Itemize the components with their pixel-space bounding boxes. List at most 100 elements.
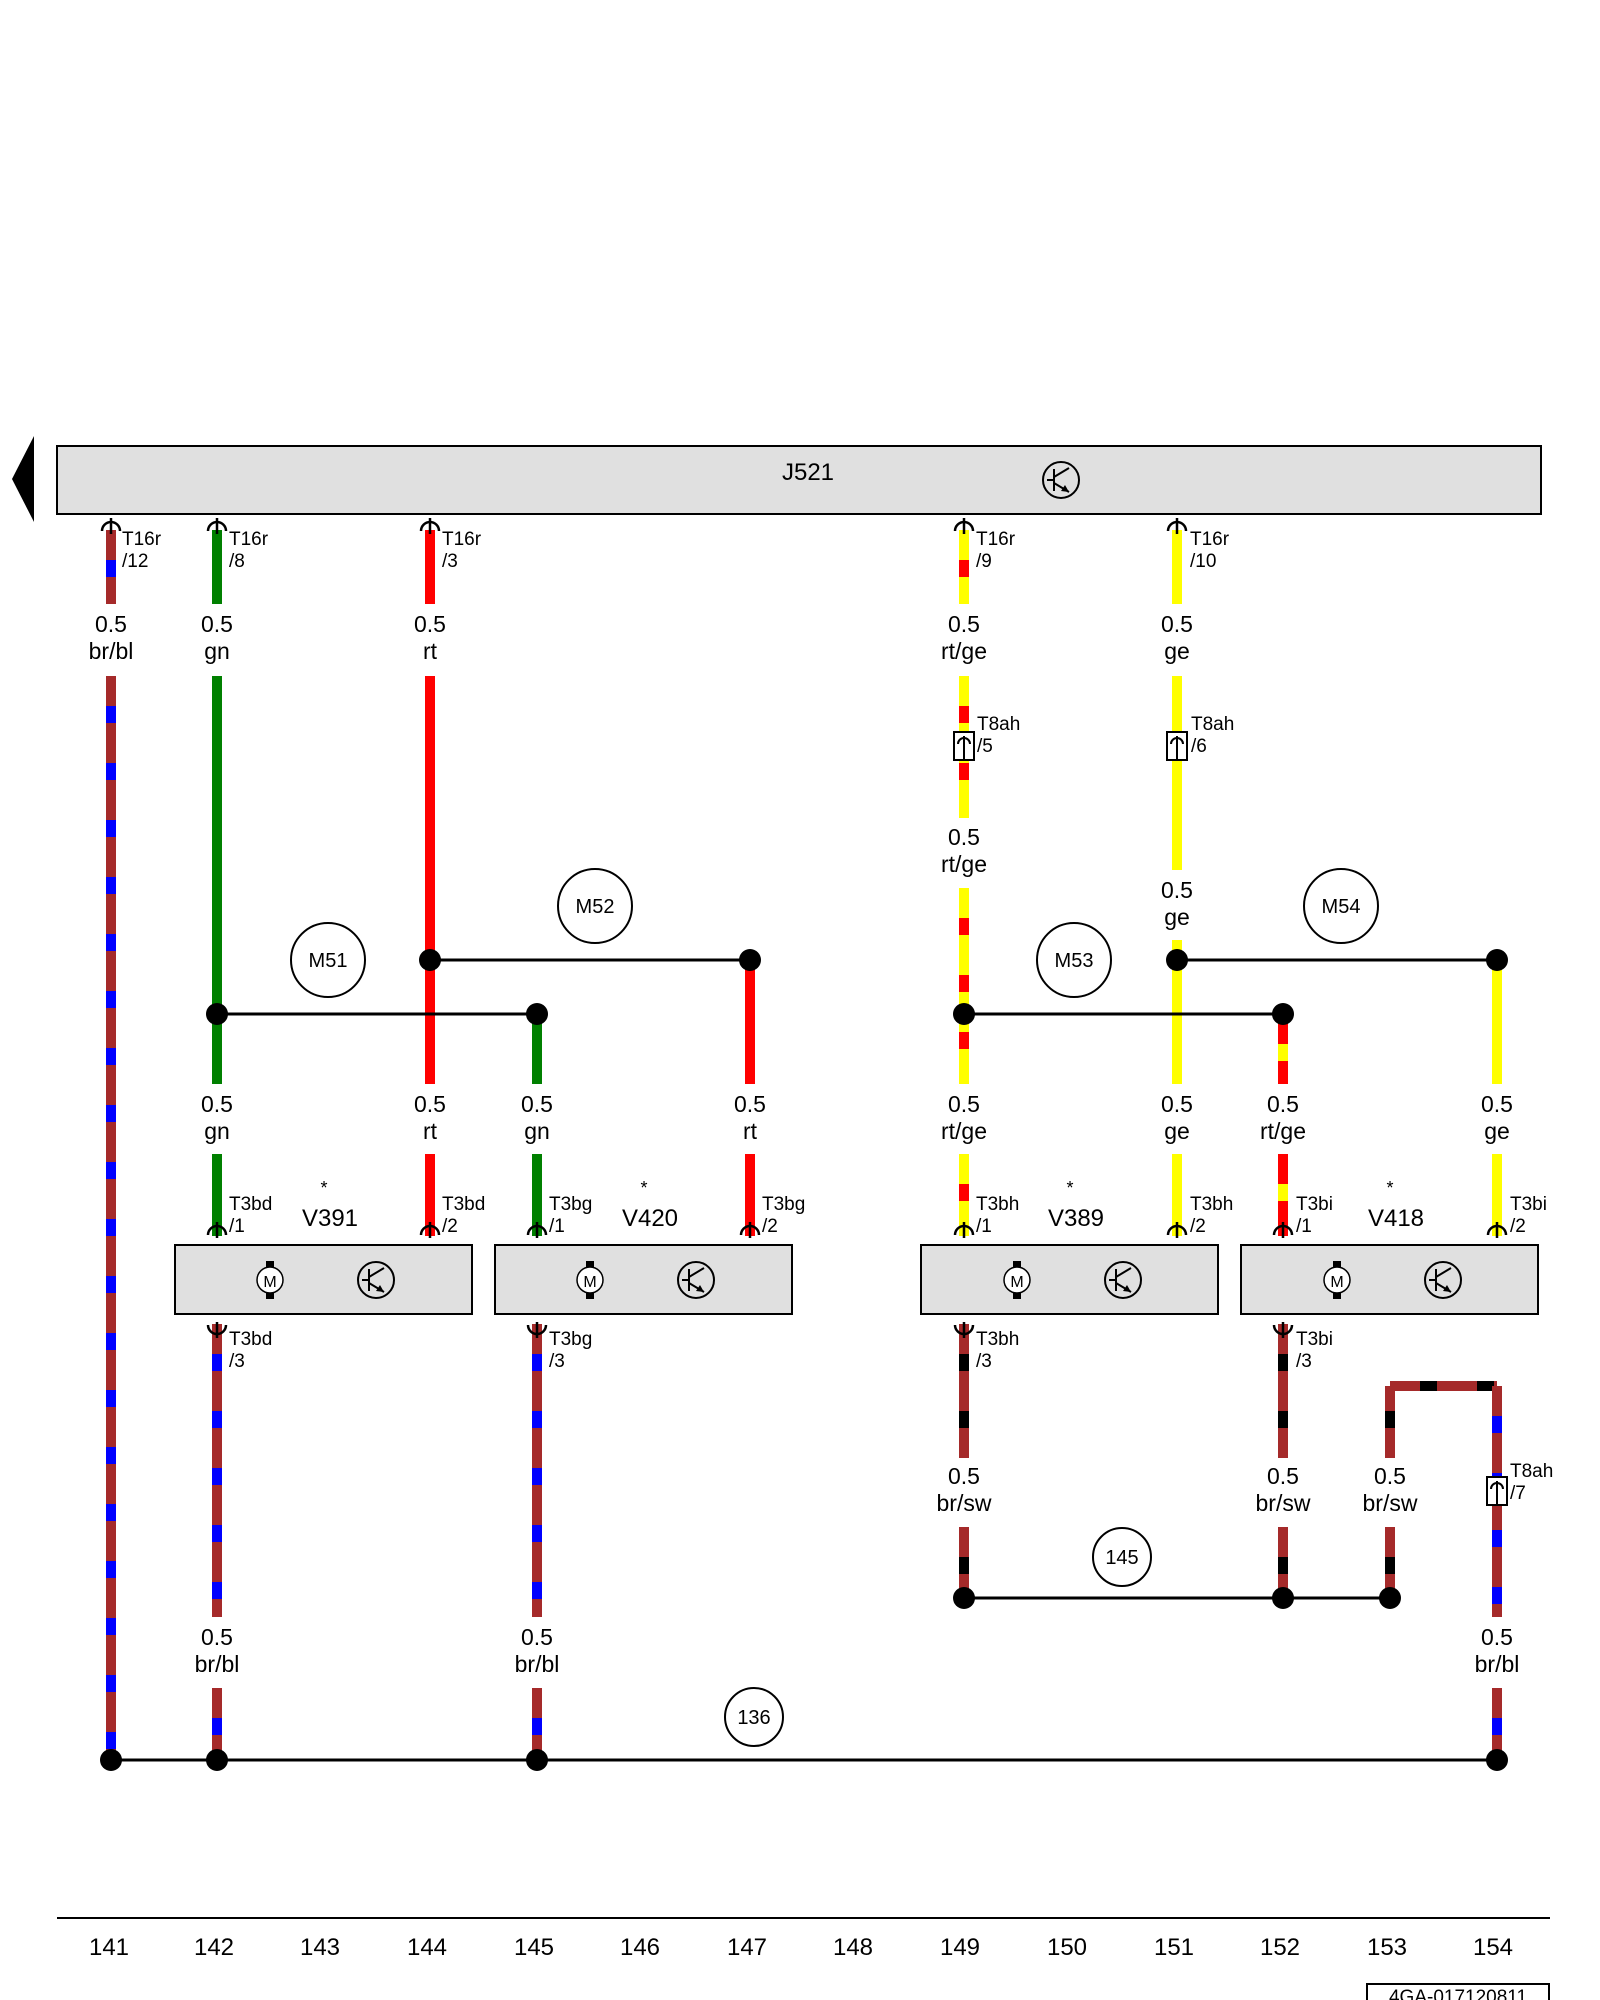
pin-label: /8 [229,551,245,572]
component-asterisk: * [1066,1178,1073,1198]
column-number: 143 [300,1934,340,1961]
connector-label: T3bd [229,1329,272,1350]
wire-color: br/bl [515,1651,560,1677]
column-number: 148 [833,1934,873,1961]
svg-text:M: M [1330,1274,1343,1291]
pin-label: /2 [442,1216,458,1237]
previous-page-arrow-icon[interactable] [12,436,34,522]
column-number: 144 [407,1934,447,1961]
svg-text:M: M [1010,1274,1023,1291]
junction-dot [419,949,441,971]
svg-text:M52: M52 [576,896,615,918]
pin-label: /1 [976,1216,992,1237]
wire-color: br/sw [1363,1490,1418,1516]
wire-color: rt [423,1118,438,1144]
inline-connector-arc [957,737,971,745]
component-box-v418: M [1240,1244,1539,1315]
connector-label: T3bi [1296,1329,1333,1350]
component-box-v389: M [920,1244,1219,1315]
pin-label: /1 [229,1216,245,1237]
control-unit-label: J521 [782,459,834,486]
component-asterisk: * [640,1178,647,1198]
wire-size: 0.5 [1481,1624,1513,1650]
transistor-icon [677,1261,715,1299]
component-box-v391: M [174,1244,473,1315]
wire-size: 0.5 [414,611,446,637]
ground-point-m51: M51 [290,922,366,998]
wire-color: gn [524,1118,550,1144]
pin-label: /3 [229,1351,245,1372]
connector-label: T3bi [1296,1194,1333,1215]
svg-text:136: 136 [737,1707,770,1729]
inline-connector-arc [1170,737,1184,745]
component-asterisk: * [1386,1178,1393,1198]
connector-label: T3bd [229,1194,272,1215]
junction-dot [526,1003,548,1025]
component-label-v418: V418 [1368,1205,1424,1232]
junction-dot [206,1003,228,1025]
wire-color: rt [423,638,438,664]
junction-dot [526,1749,548,1771]
connector-label: T3bg [549,1329,592,1350]
svg-text:M: M [263,1274,276,1291]
svg-text:M53: M53 [1055,950,1094,972]
connector-label: T3bg [762,1194,805,1215]
wire-size: 0.5 [1161,1091,1193,1117]
column-number: 145 [514,1934,554,1961]
pin-label: /12 [122,551,148,572]
ground-point-145: 145 [1092,1527,1152,1587]
junction-dot [1486,1749,1508,1771]
transistor-icon [1042,461,1080,499]
wire-color: br/sw [937,1490,992,1516]
wire-size: 0.5 [95,611,127,637]
connector-label: T3bd [442,1194,485,1215]
wire-color: rt [743,1118,758,1144]
wire-color: br/bl [1475,1651,1520,1677]
svg-text:145: 145 [1105,1547,1138,1569]
control-unit-j521 [56,445,1542,515]
connector-label: T16r [976,529,1016,550]
wire-color: ge [1484,1118,1510,1144]
component-label-v389: V389 [1048,1205,1104,1232]
junction-dot [1272,1587,1294,1609]
connector-label: T8ah [1510,1461,1553,1482]
connector-label: T16r [229,529,269,550]
ground-point-m52: M52 [557,868,633,944]
connector-label: T3bi [1510,1194,1547,1215]
junction-dot [739,949,761,971]
wire-size: 0.5 [1481,1091,1513,1117]
inline-connector-arc [1490,1482,1504,1490]
wire-size: 0.5 [414,1091,446,1117]
wire-size: 0.5 [201,611,233,637]
wire-size: 0.5 [201,1624,233,1650]
pin-label: /2 [762,1216,778,1237]
wire-size: 0.5 [201,1091,233,1117]
transistor-icon [1104,1261,1142,1299]
svg-text:M51: M51 [309,950,348,972]
column-number: 147 [727,1934,767,1961]
pin-label: /3 [442,551,458,572]
connector-label: T3bg [549,1194,592,1215]
connector-label: T3bh [976,1194,1019,1215]
motor-icon: M [1323,1261,1351,1299]
wire-color: br/sw [1256,1490,1311,1516]
wire-size: 0.5 [948,1091,980,1117]
wire-color: rt/ge [1260,1118,1306,1144]
junction-dot [206,1749,228,1771]
svg-text:M: M [583,1274,596,1291]
wire-size: 0.5 [521,1091,553,1117]
junction-dot [953,1587,975,1609]
junction-dot [1166,949,1188,971]
pin-label: /10 [1190,551,1216,572]
junction-dot [1272,1003,1294,1025]
connector-label: T3bh [976,1329,1019,1350]
connector-label: T16r [442,529,482,550]
junction-dot [1486,949,1508,971]
ground-point-m53: M53 [1036,922,1112,998]
wire-size: 0.5 [948,611,980,637]
column-number: 151 [1154,1934,1194,1961]
pin-label: /3 [976,1351,992,1372]
column-number: 150 [1047,1934,1087,1961]
wire-size: 0.5 [1267,1463,1299,1489]
